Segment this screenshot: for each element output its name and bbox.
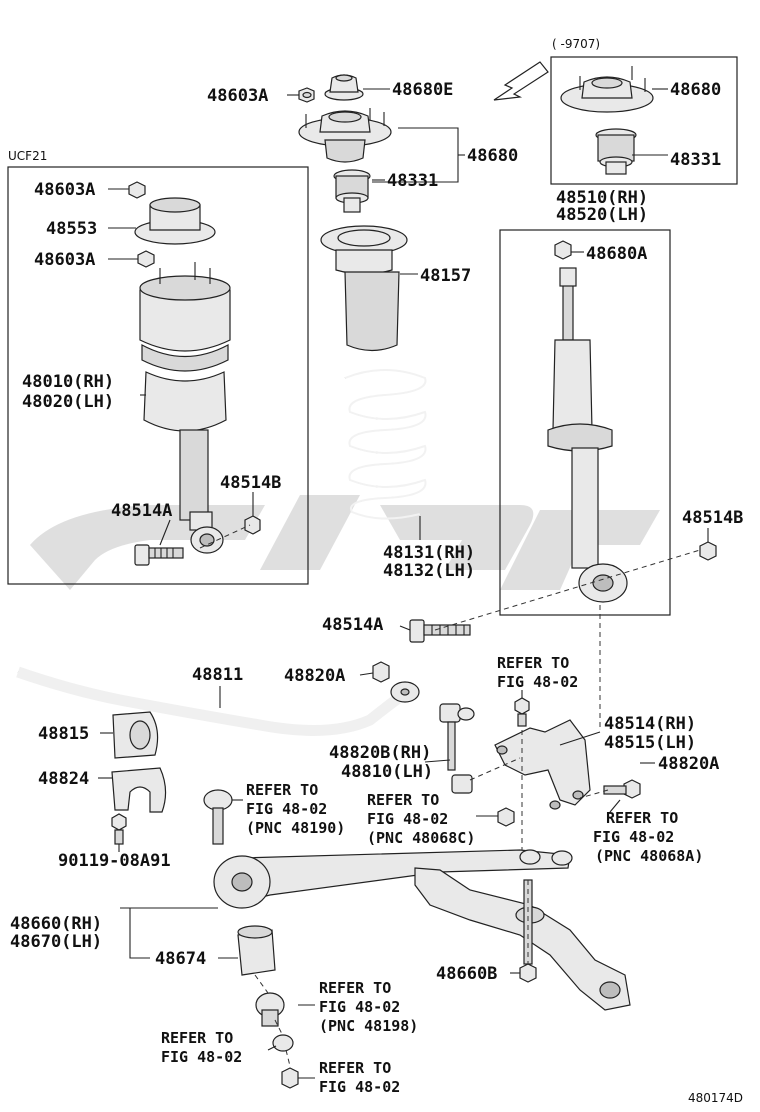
label-ucf21: UCF21: [8, 149, 47, 163]
part-ref-bushing-48198: [255, 992, 285, 1027]
part-48510-shock-absorber: [547, 267, 628, 603]
shock-absorber-box: [499, 229, 671, 616]
label-48131-rh: 48131(RH): [383, 543, 475, 563]
label-48331: 48331: [387, 171, 438, 191]
label-48815: 48815: [38, 724, 89, 744]
label-48520-lh: 48520(LH): [556, 205, 648, 225]
part-48820B-stabilizer-link: [439, 703, 475, 794]
ucf21-group-box: [7, 166, 309, 585]
ref6-line2: FIG 48-02: [161, 1048, 242, 1066]
part-48680E-cap: [324, 74, 364, 101]
label-48510-rh: 48510(RH): [556, 188, 648, 208]
leader-lines: [98, 88, 709, 1079]
part-ref-bolt-48190: [203, 789, 233, 845]
ref2-pnc: (PNC 48190): [246, 819, 345, 837]
label-48680A: 48680A: [586, 244, 647, 264]
label-90119: 90119-08A91: [58, 851, 171, 871]
part-48514B-nut-right: [699, 541, 717, 561]
ref5-line1: REFER TO: [319, 979, 391, 997]
part-48820A-bolt-right: [603, 779, 641, 799]
ref6-line1: REFER TO: [161, 1029, 233, 1047]
ref1-line1: REFER TO: [497, 654, 569, 672]
part-48603A-top-nut: [298, 87, 315, 103]
part-48603A-nut-b: [137, 250, 155, 268]
label-48603A-top: 48603A: [207, 86, 268, 106]
label-48553: 48553: [46, 219, 97, 239]
part-48680-upper-support: [298, 108, 392, 163]
label-model-range: ( -9707): [552, 37, 600, 51]
part-48824-bracket: [111, 767, 167, 813]
label-figure-id: 480174D: [688, 1091, 743, 1105]
label-48674: 48674: [155, 949, 206, 969]
part-48514B-nut-left: [244, 515, 261, 535]
label-48820A-right: 48820A: [658, 754, 719, 774]
label-48020-lh: 48020(LH): [22, 392, 114, 412]
part-ref-bolt-top-right: [514, 697, 530, 727]
label-48132-lh: 48132(LH): [383, 561, 475, 581]
refer-notes: REFER TO FIG 48-02 REFER TO FIG 48-02 (P…: [161, 654, 703, 1096]
label-48515-lh: 48515(LH): [604, 733, 696, 753]
ref4-line2: FIG 48-02: [593, 828, 674, 846]
ref4-line1: REFER TO: [606, 809, 678, 827]
label-48603A-b: 48603A: [34, 250, 95, 270]
label-48514A-mid: 48514A: [322, 615, 383, 635]
label-48811: 48811: [192, 665, 243, 685]
part-48820A-nut-top: [372, 661, 390, 683]
ref7-line2: FIG 48-02: [319, 1078, 400, 1096]
part-ref-nut-bottom: [281, 1067, 299, 1089]
part-48514A-bolt-mid: [409, 619, 471, 643]
label-48157: 48157: [420, 266, 471, 286]
part-48815-bushing: [112, 711, 159, 759]
label-48514B-left: 48514B: [220, 473, 281, 493]
ref1-line2: FIG 48-02: [497, 673, 578, 691]
ref3-pnc: (PNC 48068C): [367, 829, 475, 847]
label-48670-lh: 48670(LH): [10, 932, 102, 952]
early-model-box: [550, 56, 738, 185]
direction-arrow-icon: [493, 61, 549, 101]
part-48811-stabilizer-bar: [16, 666, 420, 736]
label-box-48680: 48680: [670, 80, 721, 100]
part-labels: 48603A 48680E 48680 48331 UCF21 48603A 4…: [8, 37, 743, 1105]
ref3-line2: FIG 48-02: [367, 810, 448, 828]
ref2-line1: REFER TO: [246, 781, 318, 799]
part-48514-bracket: [494, 719, 591, 810]
part-48131-coil-spring: [344, 369, 427, 520]
part-ref-nut-48068C: [497, 807, 515, 827]
part-48680A-nut: [554, 240, 572, 260]
part-48331-bound-stopper: [333, 169, 371, 213]
part-48157-spring-upper-insulator: [320, 225, 408, 352]
part-48010-air-suspension: [139, 262, 231, 554]
part-48660-lower-arm: [213, 849, 631, 1011]
ref5-pnc: (PNC 48198): [319, 1017, 418, 1035]
label-48660-rh: 48660(RH): [10, 914, 102, 934]
ref7-line1: REFER TO: [319, 1059, 391, 1077]
part-48674-bushing: [237, 925, 276, 976]
ref5-line2: FIG 48-02: [319, 998, 400, 1016]
part-48331-bound-stopper-early: [595, 128, 637, 175]
ref4-pnc: (PNC 48068A): [595, 847, 703, 865]
part-48603A-nut-a: [128, 181, 146, 199]
label-48820A-top: 48820A: [284, 666, 345, 686]
label-box-48331: 48331: [670, 150, 721, 170]
part-ref-washer: [272, 1034, 294, 1052]
part-48514A-bolt-left: [134, 544, 184, 566]
part-90119-bolt: [111, 813, 127, 845]
label-48824: 48824: [38, 769, 89, 789]
label-48660B: 48660B: [436, 964, 497, 984]
ref2-line2: FIG 48-02: [246, 800, 327, 818]
label-48810-lh: 48810(LH): [341, 762, 433, 782]
ref3-line1: REFER TO: [367, 791, 439, 809]
label-48514B-right: 48514B: [682, 508, 743, 528]
label-48820B-rh: 48820B(RH): [329, 743, 431, 763]
label-48680: 48680: [467, 146, 518, 166]
label-48514A-left: 48514A: [111, 501, 172, 521]
part-48553-support: [134, 197, 216, 245]
label-48514-rh: 48514(RH): [604, 714, 696, 734]
label-48680E: 48680E: [392, 80, 453, 100]
label-48010-rh: 48010(RH): [22, 372, 114, 392]
label-48603A-a: 48603A: [34, 180, 95, 200]
part-48680-upper-support-early: [560, 66, 654, 113]
